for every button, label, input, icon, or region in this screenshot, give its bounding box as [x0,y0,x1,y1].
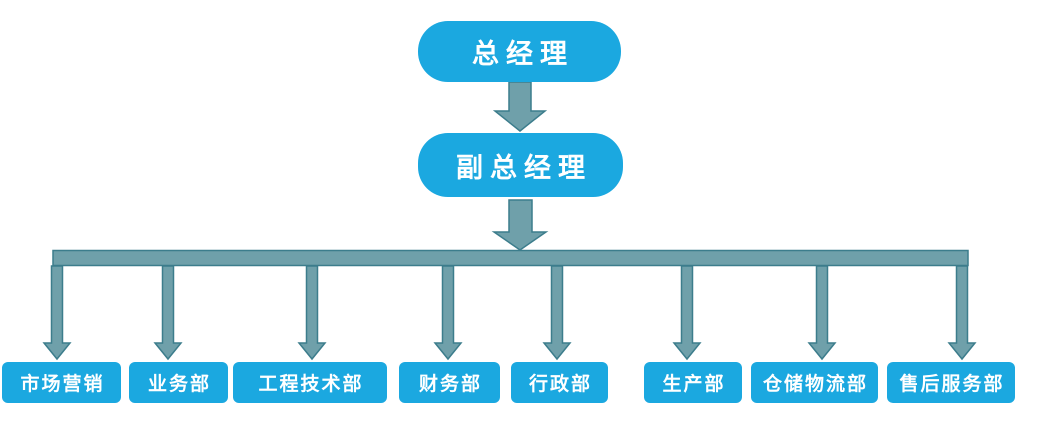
arrow-down-icon [947,265,977,361]
arrow-down-icon [492,81,548,132]
arrow-down-icon [297,265,327,361]
node-dept-business: 业务部 [129,362,228,403]
arrow-down-icon [672,265,702,361]
node-dept-finance: 财务部 [399,362,500,403]
node-dept-warehouse-logistics: 仓储物流部 [751,362,878,403]
node-general-manager: 总经理 [418,21,621,82]
arrow-down-icon [433,265,463,361]
arrow-down-icon [42,265,72,361]
node-dept-engineering: 工程技术部 [233,362,387,403]
arrow-down-icon [807,265,837,361]
node-deputy-general-manager: 副总经理 [418,133,623,197]
node-dept-after-sales: 售后服务部 [887,362,1015,403]
arrow-down-icon [491,199,549,251]
distribution-bar [52,249,969,267]
node-dept-production: 生产部 [644,362,742,403]
node-dept-marketing: 市场营销 [2,362,121,403]
arrow-down-icon [542,265,572,361]
node-dept-administration: 行政部 [511,362,608,403]
arrow-down-icon [153,265,183,361]
